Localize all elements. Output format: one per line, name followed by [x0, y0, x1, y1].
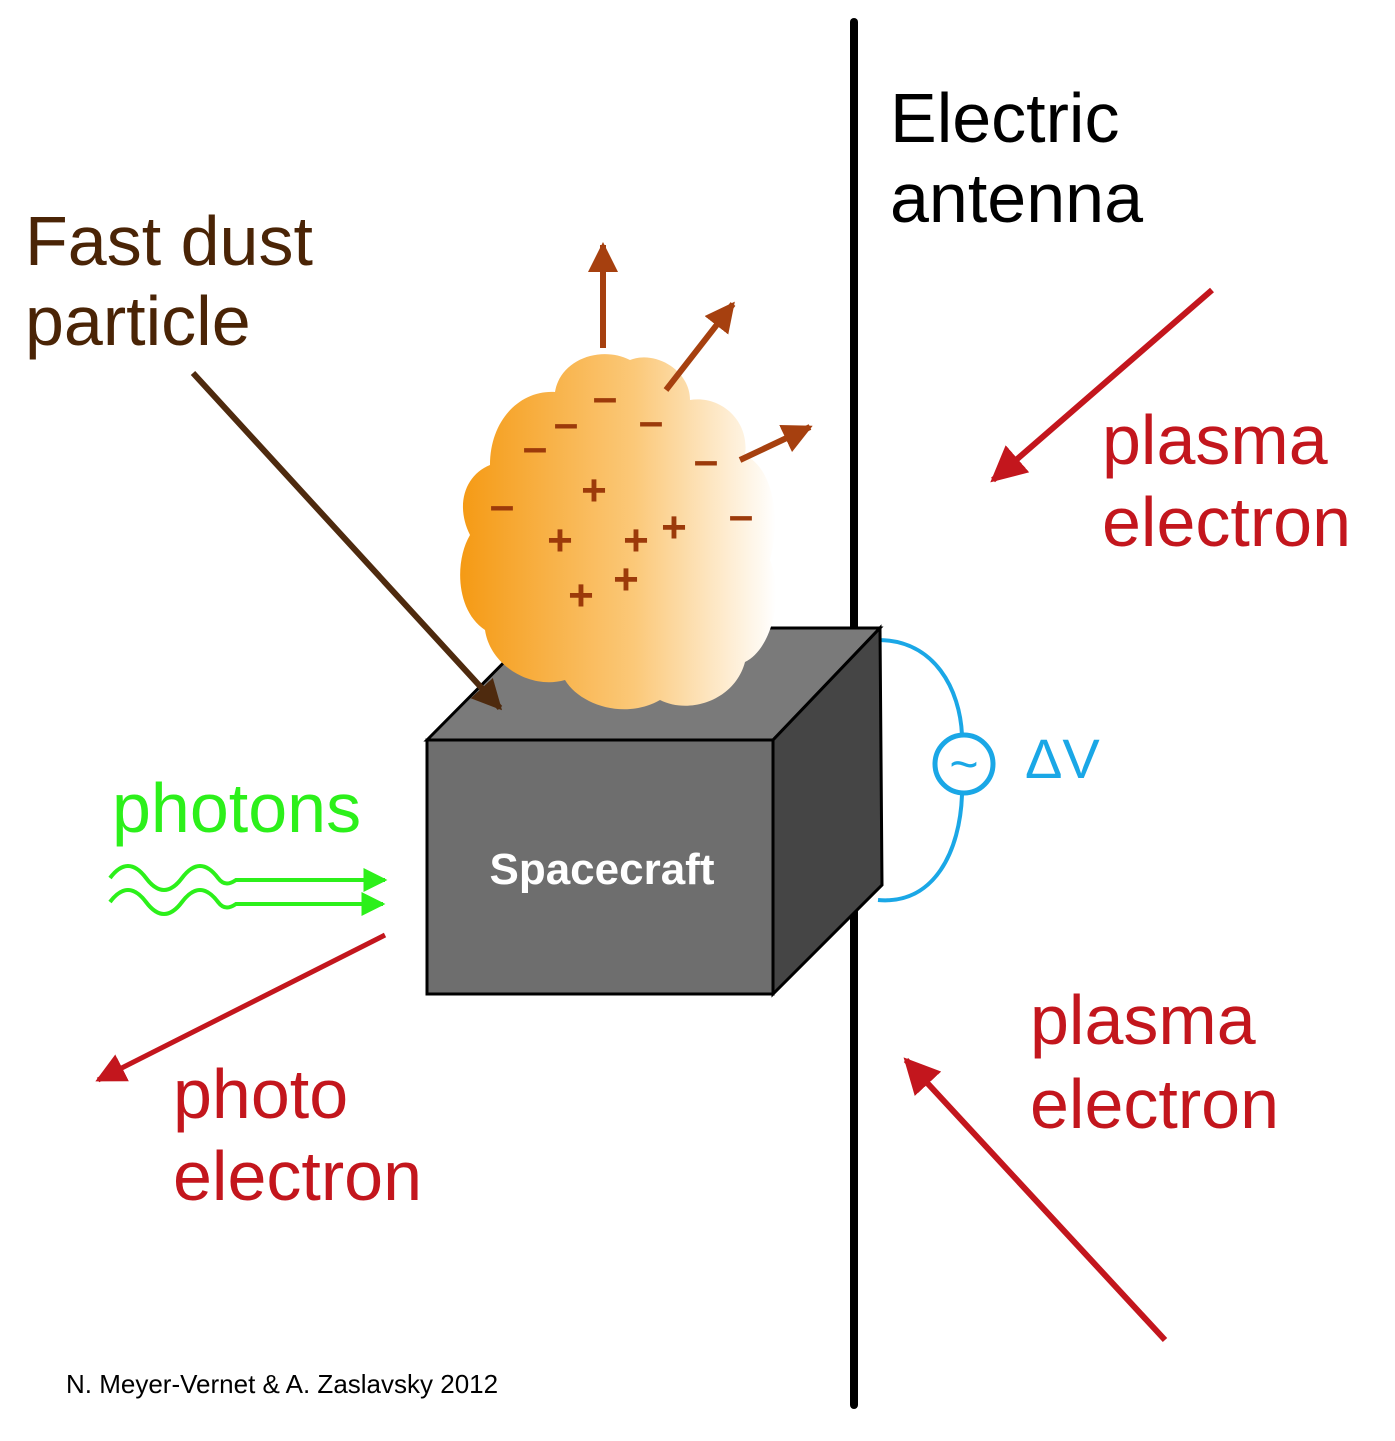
plasma-arrow-bottom: [903, 1057, 1168, 1343]
plasma-label-top-line1: plasma: [1102, 401, 1328, 479]
antenna-label-line1: Electric: [890, 79, 1119, 157]
antenna-label-line2: antenna: [890, 159, 1143, 237]
spacecraft-label: Spacecraft: [489, 845, 714, 894]
minus-charge: –: [523, 423, 547, 472]
plus-charge: +: [661, 503, 687, 552]
plus-charge: +: [547, 516, 573, 565]
plus-charge: +: [623, 516, 649, 565]
credit-text: N. Meyer-Vernet & A. Zaslavsky 2012: [66, 1369, 498, 1399]
photo-electron-arrow: [95, 932, 387, 1083]
ejecta-arrow-right: [738, 424, 813, 463]
photo-electron-label-line2: electron: [173, 1137, 422, 1215]
ac-source-icon: [932, 732, 996, 796]
minus-charge: –: [554, 399, 578, 448]
minus-charge: –: [490, 481, 514, 530]
plus-charge: +: [568, 571, 594, 620]
minus-charge: –: [694, 436, 718, 485]
charges: – – – – – – – + + + + + +: [490, 373, 753, 620]
dust-cloud: [460, 354, 776, 710]
photon-arrows: [108, 864, 388, 916]
cube-front-face: [425, 738, 775, 996]
photo-electron-label-line1: photo: [173, 1055, 348, 1133]
dust-impact-arrow: [190, 370, 503, 711]
ejecta-arrow-diagonal: [663, 301, 736, 392]
dust-label-line1: Fast dust: [25, 202, 313, 280]
plus-charge: +: [613, 555, 639, 604]
voltage-circuit: ~: [877, 638, 996, 903]
plasma-label-top-line2: electron: [1102, 483, 1351, 561]
minus-charge: –: [639, 397, 663, 446]
ac-symbol: ~: [949, 736, 978, 792]
ejecta-arrows: [588, 242, 813, 463]
minus-charge: –: [593, 373, 617, 422]
plus-charge: +: [581, 466, 607, 515]
delta-v-label: ΔV: [1025, 727, 1100, 790]
plasma-label-bottom-line2: electron: [1030, 1065, 1279, 1143]
dust-label-line2: particle: [25, 282, 251, 360]
minus-charge: –: [729, 491, 753, 540]
plasma-label-bottom-line1: plasma: [1030, 981, 1256, 1059]
plasma-arrow-top: [990, 287, 1214, 483]
photons-label: photons: [112, 769, 361, 847]
